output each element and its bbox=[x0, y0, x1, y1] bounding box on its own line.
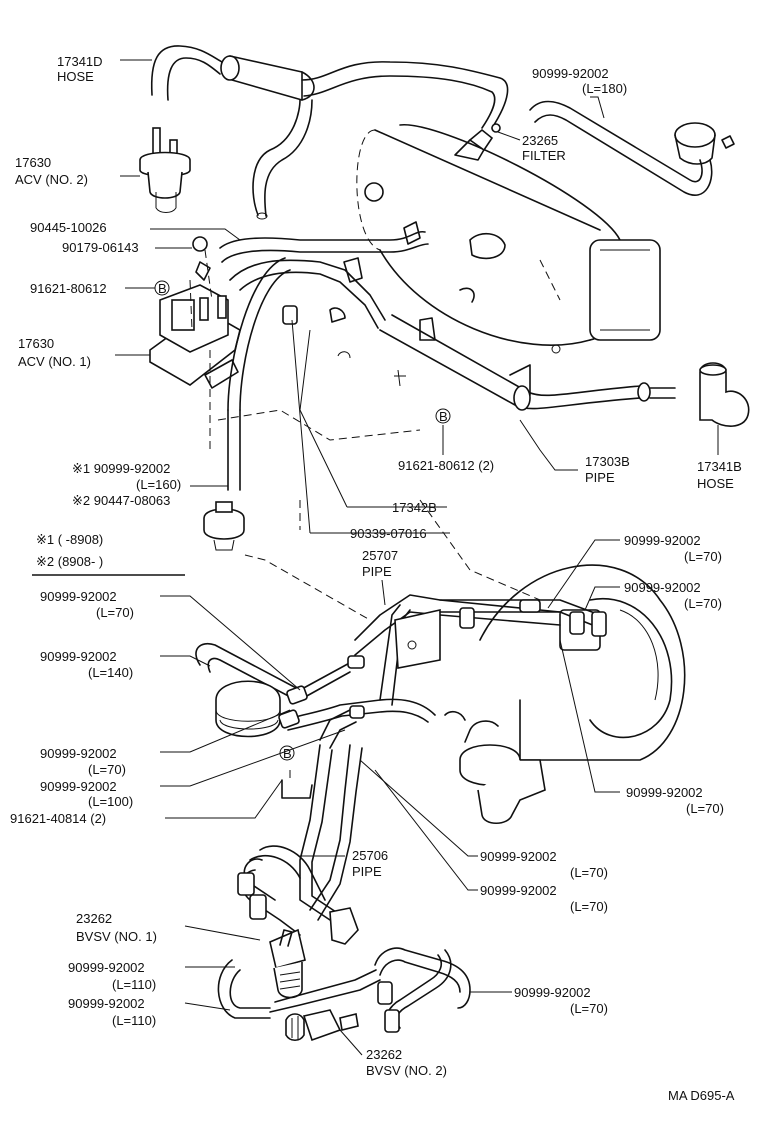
footer-code: MA D695-A bbox=[668, 1088, 735, 1103]
label-l180-length: (L=180) bbox=[582, 81, 627, 96]
label-l-hose-d-length: (L=100) bbox=[88, 794, 133, 809]
label-r-hose-b-length: (L=70) bbox=[684, 596, 722, 611]
label-17341d-name: HOSE bbox=[57, 69, 94, 84]
label-91621-top: 91621-80612 bbox=[30, 281, 107, 296]
label-17341b-name: HOSE bbox=[697, 476, 734, 491]
label-25707-number: 25707 bbox=[362, 548, 398, 563]
label-r-hose-e-number: 90999-92002 bbox=[480, 883, 557, 898]
label-acv2-name: ACV (NO. 2) bbox=[15, 172, 88, 187]
label-note-1: ※1 90999-92002 bbox=[72, 461, 170, 476]
label-r-hose-b-number: 90999-92002 bbox=[624, 580, 701, 595]
label-filter-number: 23265 bbox=[522, 133, 558, 148]
label-25706-name: PIPE bbox=[352, 864, 382, 879]
label-l-hose-f-number: 90999-92002 bbox=[68, 996, 145, 1011]
valve-disc-drawing bbox=[203, 501, 245, 551]
label-17342b: 17342B bbox=[392, 500, 437, 515]
label-bvsv1-number: 23262 bbox=[76, 911, 112, 926]
label-bvsv2-number: 23262 bbox=[366, 1047, 402, 1062]
label-r-hose-a-length: (L=70) bbox=[684, 549, 722, 564]
label-r-hose-d-length: (L=70) bbox=[570, 865, 608, 880]
label-bvsv2-name: BVSV (NO. 2) bbox=[366, 1063, 447, 1078]
legend-note-2: ※2 (8908- ) bbox=[36, 554, 103, 569]
label-25707-name: PIPE bbox=[362, 564, 392, 579]
label-l-hose-f-length: (L=110) bbox=[112, 1013, 156, 1028]
label-l-hose-c-length: (L=70) bbox=[88, 762, 126, 777]
hose-17341b-drawing bbox=[699, 362, 750, 427]
label-r-hose-f-length: (L=70) bbox=[570, 1001, 608, 1016]
label-l-hose-a-length: (L=70) bbox=[96, 605, 134, 620]
leader-lines bbox=[32, 59, 719, 1056]
label-bvsv1-name: BVSV (NO. 1) bbox=[76, 929, 157, 944]
label-note-length: (L=160) bbox=[136, 477, 181, 492]
pipe-25706-drawing bbox=[237, 744, 363, 945]
label-filter-name: FILTER bbox=[522, 148, 566, 163]
label-l-hose-b-number: 90999-92002 bbox=[40, 649, 117, 664]
label-r-hose-e-length: (L=70) bbox=[570, 899, 608, 914]
filter-23265-drawing bbox=[468, 123, 501, 152]
left-hoses-drawing bbox=[195, 643, 436, 749]
label-note-2: ※2 90447-08063 bbox=[72, 493, 170, 508]
label-25706-number: 25706 bbox=[352, 848, 388, 863]
pipe-25707-drawing bbox=[354, 594, 607, 706]
label-acv2-number: 17630 bbox=[15, 155, 51, 170]
label-r-hose-f-number: 90999-92002 bbox=[514, 985, 591, 1000]
label-90339: 90339-07016 bbox=[350, 526, 427, 541]
label-r-hose-c-number: 90999-92002 bbox=[626, 785, 703, 800]
legend-note-1: ※1 ( -8908) bbox=[36, 532, 103, 547]
label-91621-low: 91621-40814 (2) bbox=[10, 811, 106, 826]
label-r-hose-c-length: (L=70) bbox=[686, 801, 724, 816]
mid-hoses-drawing bbox=[219, 221, 561, 491]
label-l180-number: 90999-92002 bbox=[532, 66, 609, 81]
label-90179: 90179-06143 bbox=[62, 240, 139, 255]
bolt-b-label-low: B bbox=[283, 746, 292, 761]
bolt-b-label-mid: B bbox=[439, 409, 448, 424]
label-17303b-name: PIPE bbox=[585, 470, 615, 485]
hose-l180-drawing bbox=[529, 100, 735, 196]
lower-hoses-drawing bbox=[217, 947, 471, 1033]
label-acv1-number: 17630 bbox=[18, 336, 54, 351]
bracket-91621-drawing bbox=[281, 770, 313, 799]
label-90445: 90445-10026 bbox=[30, 220, 107, 235]
pipe-17303b-drawing bbox=[379, 314, 676, 411]
label-acv1-name: ACV (NO. 1) bbox=[18, 354, 91, 369]
label-91621-mid: 91621-80612 (2) bbox=[398, 458, 494, 473]
label-17341d-number: 17341D bbox=[57, 54, 103, 69]
bolt-marker-mid bbox=[435, 408, 451, 424]
label-17303b-number: 17303B bbox=[585, 454, 630, 469]
bvsv-no1-drawing bbox=[269, 928, 306, 999]
egr-valve-drawing bbox=[444, 710, 546, 825]
bvsv-no2-drawing bbox=[285, 1009, 359, 1042]
label-l-hose-a-number: 90999-92002 bbox=[40, 589, 117, 604]
label-r-hose-a-number: 90999-92002 bbox=[624, 533, 701, 548]
acv-no1-drawing bbox=[149, 236, 241, 389]
label-l-hose-c-number: 90999-92002 bbox=[40, 746, 117, 761]
label-l-hose-e-length: (L=110) bbox=[112, 977, 156, 992]
part-labels: 17341D HOSE 17630 ACV (NO. 2) 90445-1002… bbox=[10, 54, 742, 1103]
bolt-b-label-top: B bbox=[158, 281, 167, 296]
label-l-hose-d-number: 90999-92002 bbox=[40, 779, 117, 794]
label-l-hose-b-length: (L=140) bbox=[88, 665, 133, 680]
air-cleaner-drawing bbox=[356, 124, 661, 346]
dashed-leaders bbox=[209, 350, 541, 621]
label-l-hose-e-number: 90999-92002 bbox=[68, 960, 145, 975]
acv-no2-drawing bbox=[139, 127, 191, 213]
label-r-hose-d-number: 90999-92002 bbox=[480, 849, 557, 864]
hose-17341d-drawing bbox=[150, 45, 509, 220]
label-17341b-number: 17341B bbox=[697, 459, 742, 474]
